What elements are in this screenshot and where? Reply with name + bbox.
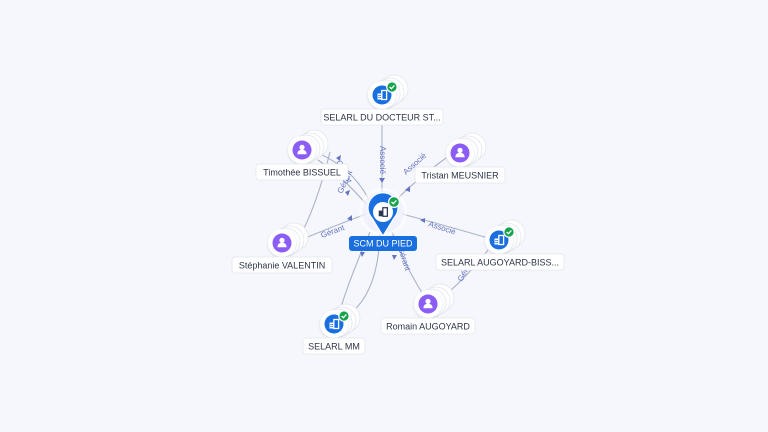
- check-icon: [389, 84, 395, 90]
- verified-badge: [387, 196, 401, 209]
- arrow-marker: [420, 218, 425, 223]
- node-label: SELARL AUGOYARD-BISS...: [441, 258, 559, 268]
- node-selarl-augoyard[interactable]: SELARL AUGOYARD-BISS...: [435, 219, 565, 271]
- node-label: Timothée BISSUEL: [263, 168, 341, 178]
- arrow-marker: [379, 178, 385, 183]
- edge-label-associe: Associé: [427, 219, 457, 236]
- check-icon: [391, 199, 397, 205]
- edge-selarl-augoyard: [401, 213, 489, 239]
- node-timothee-bissuel[interactable]: Timothée BISSUEL: [255, 129, 349, 181]
- center-label: SCM DU PIED: [353, 239, 413, 249]
- node-tristan-meusnier[interactable]: Tristan MEUSNIER: [414, 132, 506, 184]
- arrow-marker: [345, 190, 350, 196]
- verified-badge: [386, 81, 398, 93]
- node-label: SELARL DU DOCTEUR ST...: [323, 113, 440, 123]
- node-selarl-mm[interactable]: SELARL MM: [302, 303, 366, 355]
- node-label: SELARL MM: [308, 342, 360, 352]
- edge-label-associe: Associé: [378, 146, 387, 175]
- arrow-group: [336, 155, 425, 260]
- node-label: Stéphanie VALENTIN: [239, 261, 325, 271]
- arrow-marker: [347, 215, 352, 221]
- center-node-scm-du-pied[interactable]: SCM DU PIED: [349, 188, 417, 251]
- node-label: Tristan MEUSNIER: [421, 171, 499, 181]
- node-label: Romain AUGOYARD: [386, 322, 470, 332]
- check-icon: [506, 229, 512, 235]
- node-romain-augoyard[interactable]: Romain AUGOYARD: [380, 283, 476, 335]
- arrow-marker: [336, 155, 341, 161]
- arrow-marker: [392, 255, 397, 260]
- verified-badge: [503, 226, 515, 238]
- verified-badge: [338, 310, 350, 322]
- arrow-marker: [405, 186, 410, 192]
- arrow-marker: [360, 252, 365, 257]
- check-icon: [341, 313, 347, 319]
- edge-label-gerant: Gérant: [320, 223, 347, 240]
- node-stephanie-valentin[interactable]: Stéphanie VALENTIN: [231, 222, 333, 274]
- building-icon: [378, 210, 383, 217]
- node-selarl-docteur[interactable]: SELARL DU DOCTEUR ST...: [320, 74, 444, 126]
